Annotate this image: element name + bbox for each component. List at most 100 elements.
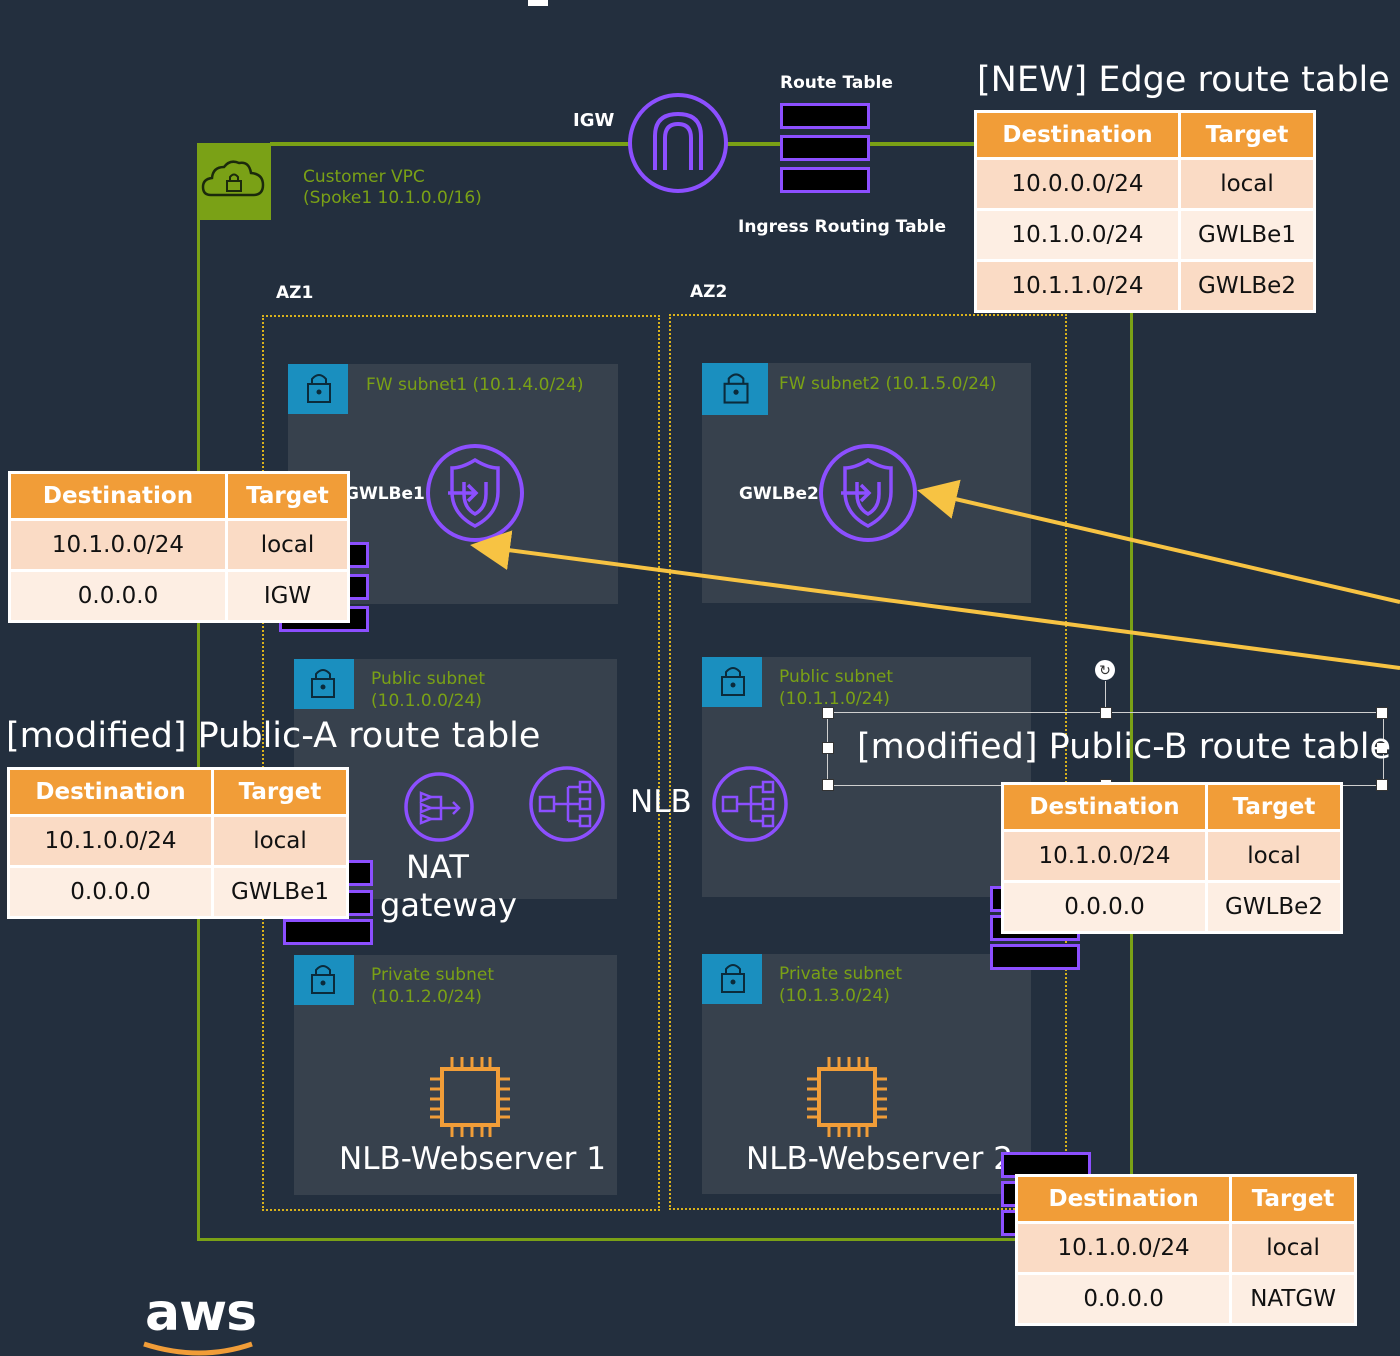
webserver-2-label: NLB-Webserver 2 — [746, 1141, 1013, 1177]
route-target: local — [1232, 1224, 1354, 1272]
route-target: local — [214, 817, 346, 865]
column-header-target: Target — [214, 770, 346, 814]
route-target: GWLBe1 — [214, 868, 346, 916]
route-destination: 0.0.0.0 — [10, 868, 211, 916]
route-destination: 10.1.0.0/24 — [1004, 832, 1205, 880]
nat-gateway-label-line2: gateway — [380, 886, 517, 924]
private-subnet-1-label-line1: Private subnet — [371, 965, 494, 985]
column-header-destination: Destination — [10, 770, 211, 814]
gwlbe1-label: GWLBe1 — [345, 484, 425, 504]
public-a-route-table-title: [modified] Public-A route table — [6, 716, 541, 756]
route-target: local — [1208, 832, 1340, 880]
public-subnet-1-label-line2: (10.1.0.0/24) — [371, 691, 482, 711]
route-destination: 10.1.1.0/24 — [977, 262, 1178, 310]
public-subnet-2: Public subnet (10.1.1.0/24) — [702, 657, 1031, 897]
webserver-1-label: NLB-Webserver 1 — [339, 1141, 606, 1177]
internet-gateway-icon[interactable] — [627, 92, 729, 199]
arrow-to-gwlbe2 — [917, 479, 1400, 604]
private-subnet-2: Private subnet (10.1.3.0/24) — [702, 954, 1031, 1194]
resize-handle[interactable] — [1100, 707, 1112, 719]
az1-label: AZ1 — [276, 283, 314, 303]
public-subnet-2-label-line1: Public subnet — [779, 667, 894, 687]
route-table-icon-row — [780, 103, 870, 129]
private-subnet-2-label-line2: (10.1.3.0/24) — [779, 986, 890, 1006]
ec2-instance-icon[interactable] — [428, 1055, 512, 1144]
route-destination: 10.0.0.0/24 — [977, 160, 1178, 208]
ingress-routing-table-label: Ingress Routing Table — [738, 217, 947, 237]
public-subnet-2-label-line2: (10.1.1.0/24) — [779, 689, 890, 709]
resize-handle[interactable] — [822, 707, 834, 719]
route-target: GWLBe2 — [1181, 262, 1313, 310]
public-b-route-table-title[interactable]: [modified] Public-B route table — [857, 727, 1392, 767]
route-destination: 10.1.0.0/24 — [10, 817, 211, 865]
resize-handle[interactable] — [1376, 779, 1388, 791]
rotate-handle-stem — [1105, 681, 1106, 712]
private-route-table: Destination Target 10.1.0.0/24 local 0.0… — [1015, 1174, 1357, 1326]
table-row: 0.0.0.0 GWLBe1 — [10, 868, 346, 916]
vpc-cloud-icon — [197, 143, 271, 220]
route-target: GWLBe1 — [1181, 211, 1313, 259]
nlb-label: NLB — [630, 784, 692, 820]
gwlbe2-label: GWLBe2 — [739, 484, 819, 504]
availability-zone-1 — [262, 315, 660, 1211]
route-destination: 0.0.0.0 — [11, 572, 225, 620]
subnet-lock-icon — [288, 364, 348, 414]
table-row: 0.0.0.0 IGW — [11, 572, 347, 620]
table-row: 10.0.0.0/24 local — [977, 160, 1313, 208]
column-header-destination: Destination — [977, 113, 1178, 157]
fw-subnet-2-label: FW subnet2 (10.1.5.0/24) — [779, 374, 997, 394]
ec2-instance-icon[interactable] — [805, 1055, 889, 1144]
public-b-route-table: Destination Target 10.1.0.0/24 local 0.0… — [1001, 782, 1343, 934]
arrow-to-gwlbe1 — [470, 530, 1400, 670]
route-destination: 10.1.0.0/24 — [1018, 1224, 1230, 1272]
subnet-lock-icon — [702, 363, 768, 415]
column-header-target: Target — [227, 474, 347, 518]
nat-gateway-label-line1: NAT — [406, 848, 469, 886]
public-subnet-1-label-line1: Public subnet — [371, 669, 486, 689]
subnet-lock-icon — [294, 659, 354, 709]
route-table-icon-row — [780, 135, 870, 161]
resize-handle[interactable] — [822, 779, 834, 791]
edge-route-table-title: [NEW] Edge route table — [977, 60, 1390, 100]
route-destination: 0.0.0.0 — [1004, 883, 1205, 931]
edge-route-table: Destination Target 10.0.0.0/24 local 10.… — [974, 110, 1316, 313]
private-subnet-2-label-line1: Private subnet — [779, 964, 902, 984]
fw-subnet-2: FW subnet2 (10.1.5.0/24) — [702, 363, 1031, 603]
fw-route-table: Destination Target 10.1.0.0/24 local 0.0… — [8, 471, 350, 623]
subnet-lock-icon — [702, 657, 762, 707]
subnet-lock-icon — [702, 954, 762, 1004]
availability-zone-2 — [669, 314, 1067, 1210]
table-row: 10.1.0.0/24 local — [11, 521, 347, 569]
route-target: NATGW — [1232, 1275, 1354, 1323]
column-header-destination: Destination — [1018, 1177, 1230, 1221]
table-row: 10.1.0.0/24 local — [1018, 1224, 1354, 1272]
route-table-label: Route Table — [780, 73, 893, 93]
aws-logo: aws — [145, 1283, 257, 1343]
vpc-label-line1: Customer VPC — [303, 167, 425, 187]
nlb-icon[interactable] — [528, 765, 606, 848]
resize-handle[interactable] — [1376, 742, 1388, 754]
nlb-icon[interactable] — [711, 765, 789, 848]
gwlb-endpoint-2-icon[interactable] — [817, 442, 919, 549]
table-row: 10.1.1.0/24 GWLBe2 — [977, 262, 1313, 310]
title-remnant — [528, 0, 548, 6]
route-target: local — [227, 521, 347, 569]
table-row: 0.0.0.0 GWLBe2 — [1004, 883, 1340, 931]
route-destination: 10.1.0.0/24 — [977, 211, 1178, 259]
column-header-target: Target — [1232, 1177, 1354, 1221]
table-row: 10.1.0.0/24 local — [1004, 832, 1340, 880]
private-subnet-1-label-line2: (10.1.2.0/24) — [371, 987, 482, 1007]
aws-logo-smile-icon — [143, 1341, 253, 1356]
column-header-target: Target — [1181, 113, 1313, 157]
resize-handle[interactable] — [822, 742, 834, 754]
rotate-handle-icon[interactable]: ↻ — [1095, 660, 1115, 680]
column-header-destination: Destination — [1004, 785, 1205, 829]
column-header-target: Target — [1208, 785, 1340, 829]
table-row: 0.0.0.0 NATGW — [1018, 1275, 1354, 1323]
resize-handle[interactable] — [1376, 707, 1388, 719]
nat-gateway-icon[interactable] — [403, 771, 475, 848]
route-table-icon-row — [283, 919, 373, 945]
route-target: local — [1181, 160, 1313, 208]
column-header-destination: Destination — [11, 474, 225, 518]
route-target: GWLBe2 — [1208, 883, 1340, 931]
